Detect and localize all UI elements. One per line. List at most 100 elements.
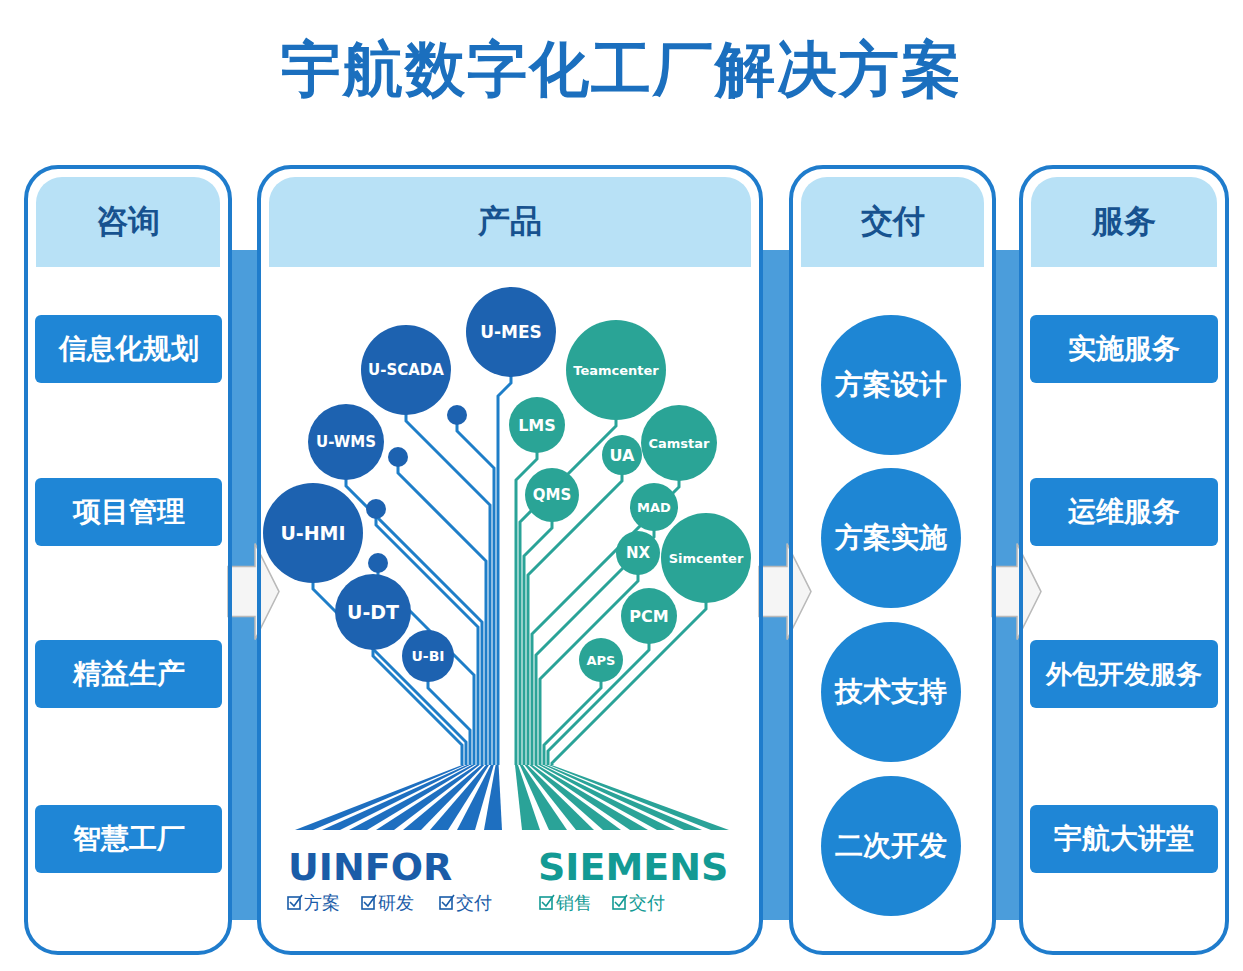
panel-header: 咨询 [36,177,220,267]
circle-fill [466,287,556,377]
tree-dot [388,447,408,467]
flow-arrow [992,544,1041,640]
item-label: 二次开发 [835,827,947,865]
item-box: 智慧工厂 [35,805,222,873]
item-circle: U-DT [335,574,411,650]
item-label: Camstar [649,436,710,451]
checkmark [542,895,554,906]
tree-dot [368,553,388,573]
item-label: 运维服务 [1068,493,1180,531]
item-circle: NX [616,531,660,575]
stage-panel: 产品 U-MES U-SCADA TeamcenterU-WMS LMS UA Camsta… [257,165,763,955]
tree-root [349,765,475,830]
tree-branch [532,443,679,765]
item-circle: PCM [621,588,677,644]
circle-fill [263,483,363,583]
tree-branch [498,332,511,765]
checkmark [290,895,302,906]
item-label: PCM [629,607,668,626]
tree-illustration [295,332,729,830]
item-circle: Teamcenter [566,320,666,420]
tree-branch [346,442,482,765]
circle-fill [402,630,454,682]
circle-fill [566,320,666,420]
item-label: 宇航大讲堂 [1054,820,1194,858]
item-circle: 技术支持 [821,622,961,762]
service-tag: 方案 [304,892,340,914]
service-tag: 销售 [556,892,592,914]
tree-root [539,765,675,830]
checkbox [613,897,625,909]
circle-fill [361,325,451,415]
panel-header: 交付 [801,177,984,267]
checkmark [442,895,454,906]
brand-logo: SIEMENS [538,845,728,891]
circle-fill [335,574,411,650]
item-label: U-MES [480,322,542,342]
item-circle: Camstar [641,405,717,481]
brand-logo: UINFOR [288,845,452,891]
item-circle: LMS [509,397,565,453]
circle-fill [621,588,677,644]
item-circle: 方案设计 [821,315,961,455]
service-tag: 交付 [629,892,665,914]
item-circle: Simcenter [661,513,751,603]
checkbox [362,897,374,909]
item-label: 智慧工厂 [73,820,185,858]
tree-root [484,765,502,830]
item-box: 实施服务 [1030,315,1218,383]
tree-dot [366,499,386,519]
panel-title: 产品 [478,200,542,244]
item-box: 信息化规划 [35,315,222,383]
item-box: 宇航大讲堂 [1030,805,1218,873]
item-label: 项目管理 [73,493,185,531]
checkmark [364,895,376,906]
checkbox [440,897,452,909]
item-label: U-BI [411,648,444,664]
circle-fill [616,531,660,575]
item-label: QMS [533,486,571,504]
item-box: 项目管理 [35,478,222,546]
tree-dot [447,405,467,425]
panel-header: 服务 [1031,177,1217,267]
service-tag: 交付 [456,892,492,914]
checkbox [540,897,552,909]
item-circle: 方案实施 [821,468,961,608]
item-circle: QMS [525,468,579,522]
circle-fill [630,483,678,531]
circle-fill [308,404,384,480]
panel-header: 产品 [269,177,751,267]
item-circle: U-SCADA [361,325,451,415]
item-box: 精益生产 [35,640,222,708]
flow-arrow [759,544,811,640]
circle-fill [525,468,579,522]
item-label: NX [626,544,650,562]
item-circle: U-MES [466,287,556,377]
item-circle: U-WMS [308,404,384,480]
item-label: Teamcenter [573,363,659,378]
panel-title: 咨询 [96,200,160,244]
item-label: 精益生产 [73,655,185,693]
item-box: 外包开发服务 [1030,640,1218,708]
side-bands [230,250,1021,920]
circle-fill [509,397,565,453]
tree-root [549,765,729,830]
circle-fill [579,638,623,682]
item-label: 方案设计 [835,366,947,404]
panel-title: 交付 [861,200,925,244]
item-circle: UA [602,435,642,475]
circle-fill [602,435,642,475]
item-label: UA [610,446,635,465]
circle-fill [661,513,751,603]
circle-fill [641,405,717,481]
item-circle: U-HMI [263,483,363,583]
circle-fill [821,776,961,916]
item-circle: MAD [630,483,678,531]
item-circle: U-BI [402,630,454,682]
item-label: MAD [637,500,671,515]
item-label: Simcenter [669,551,744,566]
checkmark [615,895,627,906]
item-label: 技术支持 [835,673,947,711]
